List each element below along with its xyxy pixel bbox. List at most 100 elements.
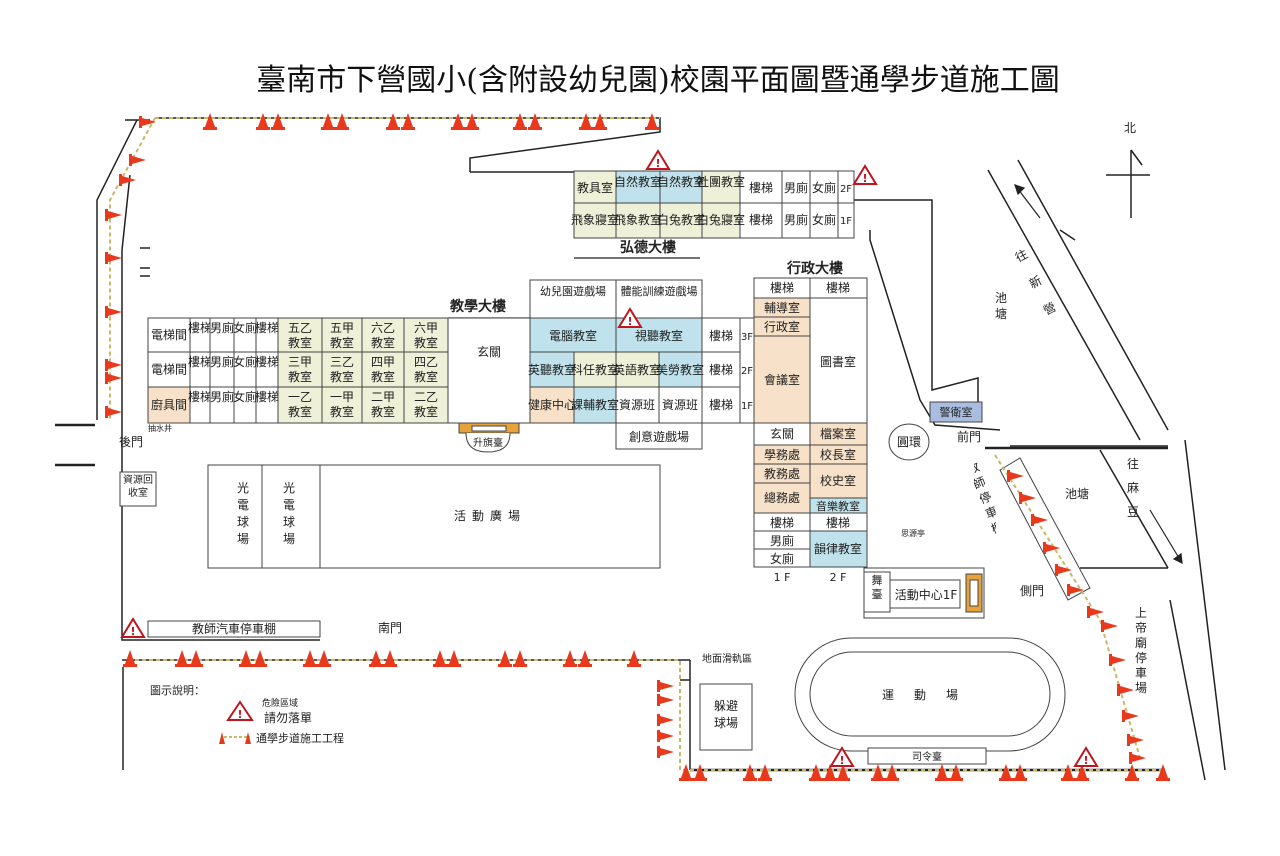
floor-label: 3F <box>741 332 753 343</box>
admin-building <box>753 277 868 568</box>
room-label: 資源班 <box>619 398 655 412</box>
cone-icon <box>578 650 592 667</box>
cone-icon <box>451 113 465 130</box>
floor-label: 1F <box>840 216 852 227</box>
room-label: 科任教室 <box>571 362 619 377</box>
cone-icon <box>513 113 527 130</box>
danger-warnings: !!!!!! <box>120 149 1099 767</box>
cone-icon <box>1087 606 1104 618</box>
cone-icon <box>1061 764 1075 781</box>
room-label: 白兔寢室 <box>697 212 745 227</box>
side-gate-label: 側門 <box>1020 584 1044 598</box>
floor-label: 1 F <box>774 571 791 584</box>
svg-text:!: ! <box>862 172 867 185</box>
road-lines <box>55 117 1226 781</box>
cone-icon <box>823 764 837 781</box>
teaching-room-label: 四乙教室 <box>414 355 438 384</box>
teaching-room <box>209 386 235 424</box>
teaching-room <box>321 386 363 424</box>
svg-text:!: ! <box>839 754 844 767</box>
cone-icon <box>123 650 137 667</box>
east-wing-labels: 幼兒園遊戲場 體能訓練遊戲場 電腦教室 視聽教室 英聽教室 科任教室 英語教室 … <box>528 284 753 444</box>
room-label: 樓梯 <box>709 397 733 412</box>
cone-icon <box>885 764 899 781</box>
teacher-parking-label: 教師汽車停車棚 <box>192 621 276 636</box>
to-xinying-label: 往新營 <box>1012 246 1059 318</box>
teaching-room-label: 樓梯 <box>188 320 212 335</box>
cone-icon <box>401 113 415 130</box>
warning-icon: ! <box>829 746 855 767</box>
room-label: 會議室 <box>764 372 800 387</box>
room-label: 男廁 <box>784 180 808 195</box>
cone-icon <box>465 113 479 130</box>
hongde-labels: 教具室 自然教室 自然教室 社團教室 樓梯 男廁 女廁 2F 飛象寢室 飛象教室… <box>571 174 852 227</box>
cone-icon <box>303 650 317 667</box>
court-2-label: 光電球場 <box>282 481 295 546</box>
cone-icon <box>1117 684 1134 696</box>
warning-icon: ! <box>226 700 254 721</box>
motor-shed <box>999 457 1091 601</box>
room-label: 自然教室 <box>657 174 705 189</box>
cone-tape-icon <box>219 732 251 744</box>
cone-icon <box>645 113 659 130</box>
room-label: 社團教室 <box>697 174 745 189</box>
cone-icon <box>836 764 850 781</box>
pond-1-label: 池塘 <box>994 291 1007 321</box>
teaching-room-label: 樓梯 <box>255 354 279 369</box>
teaching-room <box>403 386 449 424</box>
room-label: 玄關 <box>770 426 794 441</box>
room-label: 學務處 <box>764 448 800 462</box>
room-label: 英聽教室 <box>528 362 576 377</box>
teaching-room-label: 女廁 <box>233 354 257 369</box>
cone-icon <box>369 650 383 667</box>
cone-icon <box>317 650 331 667</box>
north-arrow-icon: 北 <box>1106 121 1150 218</box>
cone-icon <box>105 372 122 384</box>
teaching-room <box>403 317 449 353</box>
compass-north-label: 北 <box>1124 121 1136 135</box>
room-label: 樓梯 <box>770 280 794 295</box>
activity-center-label: 活動中心1F <box>895 587 958 602</box>
teaching-room <box>147 386 191 424</box>
cone-icon <box>335 113 349 130</box>
teaching-room-label: 五乙教室 <box>288 321 312 350</box>
cone-icon <box>679 764 693 781</box>
teaching-room-label: 一甲教室 <box>330 390 354 419</box>
cone-icon <box>1043 542 1060 554</box>
cone-icon <box>1055 564 1072 576</box>
hongde-building <box>573 170 855 239</box>
lobby-block <box>447 317 531 424</box>
walkway-tape <box>109 117 156 420</box>
room-label: 資源班 <box>662 398 698 412</box>
cone-icon <box>105 359 122 371</box>
pump-well-label: 抽水井 <box>148 423 172 433</box>
cone-icon <box>657 694 674 706</box>
teaching-room-label: 男廁 <box>210 354 234 369</box>
cone-icon <box>383 650 397 667</box>
room-label: 輔導室 <box>764 300 800 315</box>
back-gate-label: 後門 <box>119 435 143 449</box>
floor-label: 2 F <box>830 571 847 584</box>
room-label: 樓梯 <box>709 362 733 377</box>
roundabout-label: 圓環 <box>897 435 921 449</box>
to-madou-label: 往麻豆 <box>1126 457 1139 519</box>
recycle-room <box>119 471 157 507</box>
teaching-room-label: 樓梯 <box>255 320 279 335</box>
east-wing <box>529 279 755 450</box>
cone-icon <box>1125 764 1139 781</box>
cone-icon <box>256 113 270 130</box>
recycle-room-label: 資源回收室 <box>123 475 153 499</box>
room-label: 檔案室 <box>820 426 856 441</box>
room-label: 樓梯 <box>709 328 733 343</box>
room-label: 幼兒園遊戲場 <box>540 284 606 298</box>
cone-icon <box>935 764 949 781</box>
cone-icon <box>1122 710 1139 722</box>
lobby-label: 玄關 <box>477 344 501 359</box>
teaching-room-label: 廚具間 <box>151 397 187 412</box>
map-title: 臺南市下營國小(含附設幼兒園)校園平面圖暨通學步道施工圖 <box>256 63 1059 98</box>
cone-icon <box>447 650 461 667</box>
cone-icon <box>498 650 512 667</box>
podium <box>867 747 987 765</box>
cone-icon <box>657 680 674 692</box>
